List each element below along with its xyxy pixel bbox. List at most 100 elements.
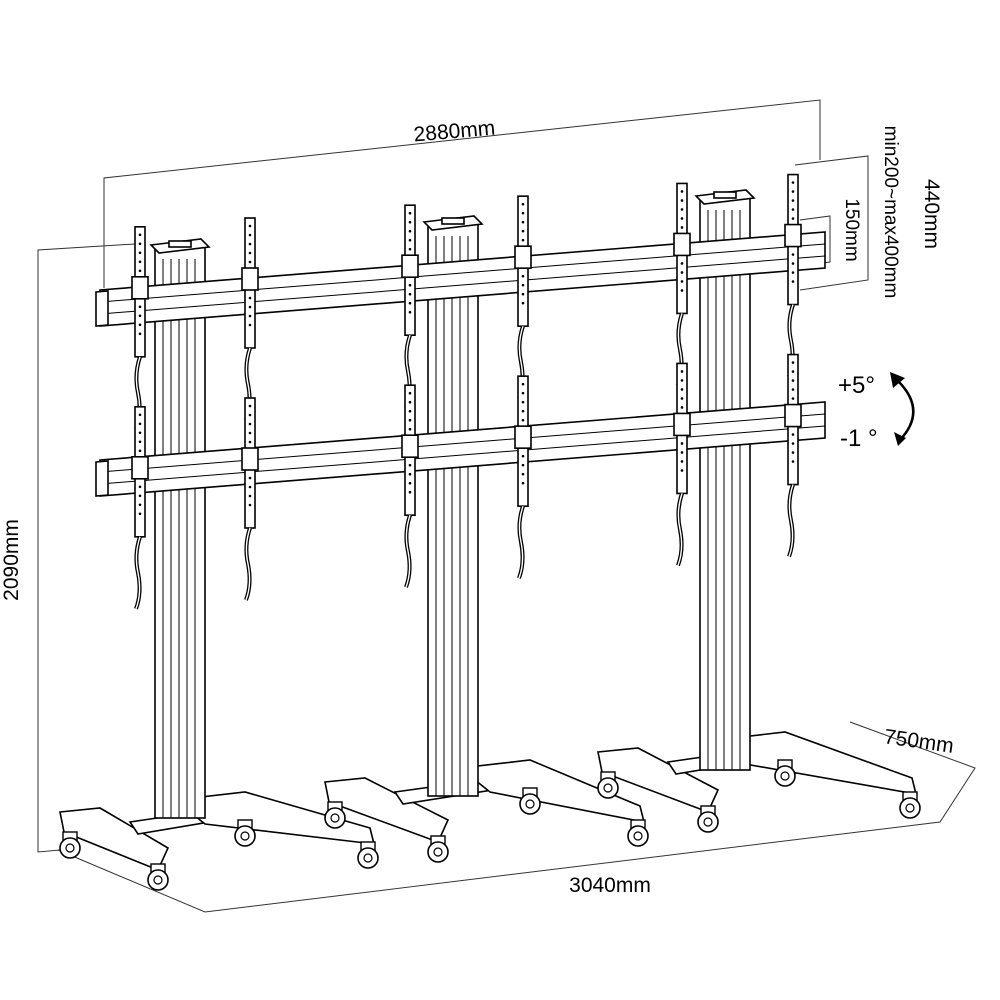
bracket-hook <box>784 403 802 428</box>
column-cap-slot <box>713 191 737 199</box>
bracket-bottom-1 <box>131 405 149 610</box>
bracket-bottom-6 <box>784 353 802 558</box>
column-2 <box>422 215 484 797</box>
bracket-hole <box>408 211 412 215</box>
bracket-hole <box>521 274 525 278</box>
bracket-hole <box>680 406 684 409</box>
bracket-hole <box>248 422 252 426</box>
rail-endcap <box>95 460 109 497</box>
bracket-top-4 <box>514 195 532 399</box>
caster-hub <box>330 813 340 823</box>
bracket-hook <box>784 223 802 248</box>
bracket-hole <box>680 262 684 265</box>
bracket-hook <box>401 254 419 278</box>
bracket-hole <box>138 314 142 318</box>
bracket-hole <box>138 305 142 309</box>
bracket-hole <box>248 485 252 489</box>
rail-endcap <box>95 290 109 327</box>
base-1 <box>59 791 379 891</box>
bracket-hole <box>248 413 252 417</box>
bracket-top-3 <box>401 204 419 408</box>
bracket-hole <box>138 260 142 264</box>
bracket-hole <box>408 283 412 287</box>
base-leg <box>597 747 720 814</box>
bracket-hole <box>138 431 142 435</box>
base-width-label: 3040mm <box>569 874 651 897</box>
bracket-height-label: 440mm <box>920 179 943 249</box>
width-guide-line <box>103 99 821 288</box>
bracket-hole <box>791 460 795 463</box>
bracket-hole <box>521 220 525 224</box>
column-3 <box>694 189 756 771</box>
bracket-hole <box>680 469 684 472</box>
bracket-hole <box>138 494 142 498</box>
bracket-hole <box>138 413 142 417</box>
bracket-hole <box>791 181 795 184</box>
bracket-hole <box>791 361 795 364</box>
bracket-hole <box>138 233 142 237</box>
column-cap-slot <box>168 240 192 248</box>
tilt-up-label: +5° <box>838 372 875 399</box>
bracket-hole <box>791 370 795 373</box>
bracket-hole <box>521 382 525 386</box>
bracket-hole <box>791 271 795 274</box>
safety-strap-inner <box>518 505 524 579</box>
bracket-hole <box>138 512 142 516</box>
bracket-hole <box>521 400 525 404</box>
bracket-hole <box>248 305 252 309</box>
bracket-hole <box>791 451 795 454</box>
base-leg <box>172 791 376 845</box>
bracket-hole <box>521 211 525 215</box>
bracket-hole <box>248 242 252 246</box>
bracket-hole <box>791 280 795 283</box>
bracket-hole <box>408 463 412 467</box>
tilt-arrow-icon <box>890 372 915 446</box>
bracket-hole <box>791 442 795 445</box>
rail-bottom <box>95 401 826 497</box>
bracket-top-5 <box>673 182 691 387</box>
bracket-hook <box>241 267 259 291</box>
bracket-hole <box>680 451 684 454</box>
bracket-hole <box>680 397 684 400</box>
bracket-hole <box>138 422 142 426</box>
caster-hub <box>240 831 250 841</box>
bracket-hole <box>680 226 684 229</box>
base-leg <box>59 807 170 872</box>
bracket-hole <box>248 440 252 444</box>
bracket-hook <box>673 412 691 437</box>
bracket-hole <box>138 242 142 246</box>
bracket-hole <box>248 476 252 480</box>
safety-strap-inner <box>135 536 141 610</box>
caster-hub <box>633 831 643 841</box>
height-guide-line <box>37 243 136 853</box>
bracket-hole <box>408 220 412 224</box>
bracket-hole <box>680 280 684 283</box>
bracket-hole <box>791 433 795 436</box>
bracket-hole <box>138 269 142 273</box>
safety-strap-inner <box>245 527 251 601</box>
bracket-hole <box>521 301 525 305</box>
bracket-hole <box>521 481 525 485</box>
caster-hub <box>433 847 443 857</box>
rail-edge <box>99 413 826 473</box>
caster-hub <box>65 843 75 853</box>
rail-edge <box>99 243 826 303</box>
tilt-down-label: -1 ° <box>840 425 878 452</box>
bracket-hole <box>791 388 795 391</box>
safety-strap-inner <box>677 493 683 566</box>
base-3 <box>597 731 921 833</box>
bracket-hole <box>408 409 412 413</box>
bracket-hole <box>680 442 684 445</box>
bracket-hook <box>131 275 149 300</box>
height-label: 2090mm <box>0 519 23 601</box>
bracket-bottom-3 <box>401 384 419 588</box>
bracket-hole <box>408 481 412 485</box>
bracket-min-label: 150mm <box>841 198 862 261</box>
bracket-hole <box>680 460 684 463</box>
bracket-hole <box>138 503 142 507</box>
bracket-hole <box>521 283 525 287</box>
bracket-bottom-2 <box>241 397 259 601</box>
bracket-hook <box>131 455 149 480</box>
bracket-hole <box>680 190 684 193</box>
bracket-bottom-4 <box>514 375 532 579</box>
